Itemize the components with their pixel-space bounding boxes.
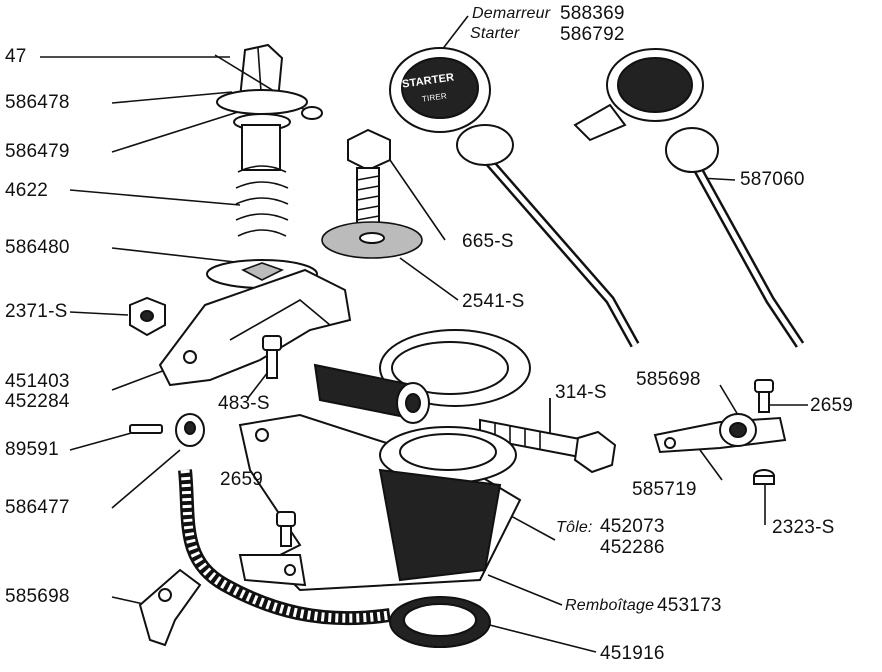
- label-452284: 452284: [5, 391, 70, 412]
- label-585698-left: 585698: [5, 586, 70, 607]
- label-2659-right: 2659: [810, 395, 854, 416]
- nut-2371: [129, 296, 166, 337]
- label-585698-right: 585698: [636, 369, 701, 390]
- label-586480: 586480: [5, 237, 70, 258]
- label-4622: 4622: [5, 180, 49, 201]
- label-453173: 453173: [657, 595, 722, 616]
- flexible-cable: [178, 469, 391, 626]
- label-452073: 452073: [600, 516, 665, 537]
- cable-collar: [129, 413, 205, 447]
- base-bracket: [238, 413, 522, 592]
- bolt-314: [479, 418, 617, 474]
- label-314-s: 314-S: [555, 382, 607, 403]
- label-starter: Starter: [470, 25, 520, 42]
- label-2323-s: 2323-S: [772, 517, 835, 538]
- spring-bolt-assembly: [206, 43, 323, 289]
- label-451403: 451403: [5, 371, 70, 392]
- label-585719: 585719: [632, 479, 697, 500]
- starter-knob-assembly: [389, 47, 640, 348]
- label-remboitage: Remboîtage: [565, 597, 655, 614]
- label-89591: 89591: [5, 439, 59, 460]
- label-586792: 586792: [560, 24, 625, 45]
- label-586479: 586479: [5, 141, 70, 162]
- label-47: 47: [5, 46, 27, 67]
- ring-clamp: [379, 329, 531, 407]
- starter-t-handle: [573, 48, 805, 348]
- bracket-plate: [158, 268, 352, 387]
- label-demarreur: Demarreur: [472, 5, 551, 22]
- ring-451916: [389, 596, 491, 648]
- spacer-tube: [313, 363, 430, 424]
- label-tole: Tôle:: [556, 519, 593, 536]
- label-2659-left: 2659: [220, 469, 264, 490]
- screw-2659-left: [276, 511, 296, 547]
- cable-clip-left: [138, 554, 307, 647]
- label-452286: 452286: [600, 537, 665, 558]
- label-586478: 586478: [5, 92, 70, 113]
- label-588369: 588369: [560, 3, 625, 24]
- clamp-right: [653, 379, 787, 485]
- screw-483: [262, 335, 282, 379]
- label-587060: 587060: [740, 169, 805, 190]
- label-451916: 451916: [600, 643, 665, 664]
- label-2371-s: 2371-S: [5, 301, 68, 322]
- label-665-s: 665-S: [462, 231, 514, 252]
- label-483-s: 483-S: [218, 393, 270, 414]
- label-2541-s: 2541-S: [462, 291, 525, 312]
- label-586477: 586477: [5, 497, 70, 518]
- bolt-665: [347, 128, 391, 231]
- washer-2541: [321, 221, 423, 259]
